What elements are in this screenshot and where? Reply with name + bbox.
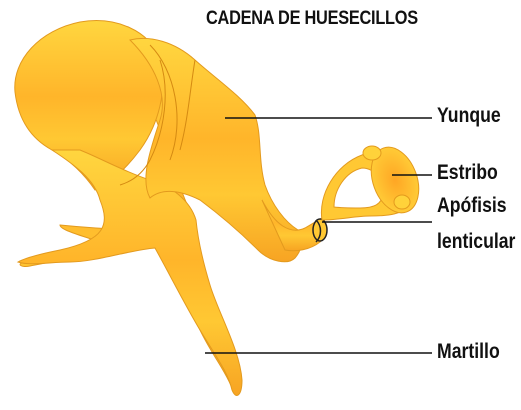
label-yunque: Yunque (437, 104, 501, 127)
label-apofisis: Apófisis (437, 194, 507, 217)
malleus-body-shape (16, 149, 243, 396)
diagram-title: CADENA DE HUESECILLOS (206, 8, 418, 29)
label-martillo: Martillo (437, 340, 500, 363)
label-lenticular: lenticular (437, 230, 516, 253)
label-estribo: Estribo (437, 161, 498, 184)
